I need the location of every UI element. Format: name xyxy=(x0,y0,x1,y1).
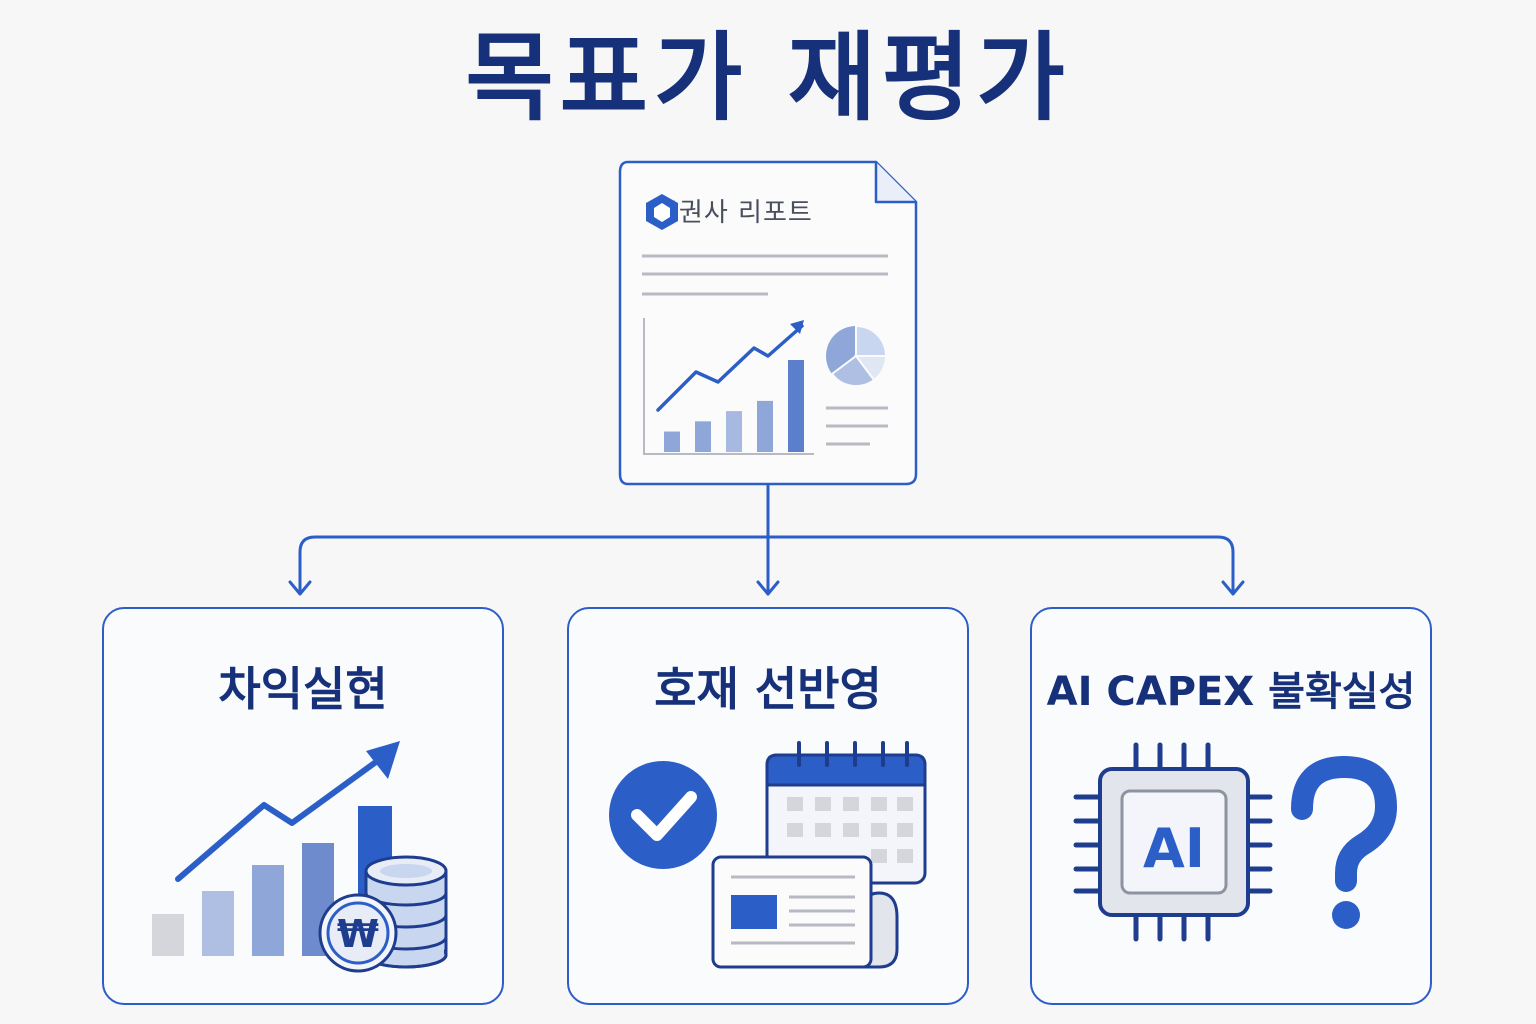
newspaper-icon xyxy=(711,855,899,969)
pie-chart-icon xyxy=(826,324,888,387)
report-label: 증권사 리포트 xyxy=(654,198,813,228)
card-priced-in-news: 호재 선반영 xyxy=(567,607,969,1005)
report-bar xyxy=(757,400,773,452)
card-label: AI CAPEX 불확실성 xyxy=(1046,669,1416,715)
report-bar xyxy=(664,431,680,452)
card-profit-taking: ₩ 차익실현 xyxy=(102,607,504,1005)
report-bar xyxy=(695,421,711,452)
securities-report-document: 증권사 리포트 xyxy=(618,160,918,486)
question-mark-icon xyxy=(1291,756,1397,929)
card-label: 차익실현 xyxy=(218,662,388,716)
svg-text:AI: AI xyxy=(1143,817,1205,880)
calendar-icon xyxy=(765,741,927,885)
report-bar xyxy=(788,360,804,452)
card-label: 호재 선반영 xyxy=(654,662,882,716)
won-coin-stack-icon: ₩ xyxy=(318,855,448,973)
svg-text:₩: ₩ xyxy=(337,912,379,956)
hexagon-logo-icon xyxy=(646,194,678,230)
rising-trend-arrow-icon xyxy=(175,741,400,882)
report-bar xyxy=(726,411,742,452)
check-circle-icon xyxy=(609,761,717,869)
card-ai-capex-uncertainty: AI AI CAPEX 불확실성 xyxy=(1030,607,1432,1005)
ai-chip-icon: AI xyxy=(1073,742,1273,942)
report-bar-chart xyxy=(664,360,804,452)
page-title: 목표가 재평가 xyxy=(465,22,1071,134)
